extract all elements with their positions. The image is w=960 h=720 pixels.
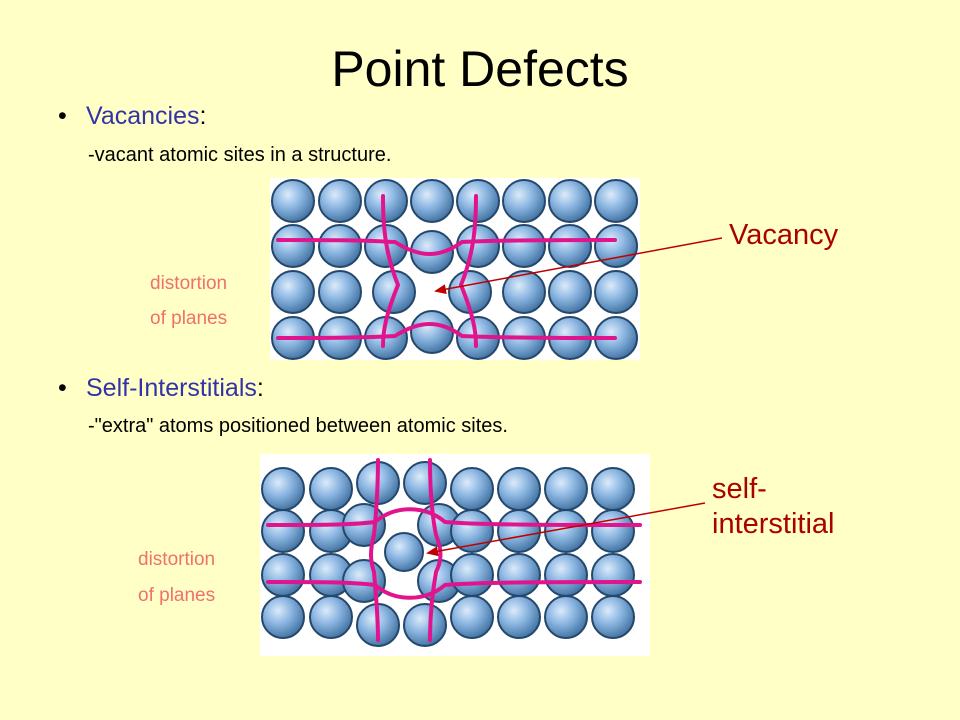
atom	[318, 224, 362, 268]
atom	[456, 179, 500, 223]
atom	[271, 270, 315, 314]
vacancy-callout: Vacancy	[729, 219, 839, 251]
interstitial-plane-v1	[369, 458, 380, 642]
atom	[544, 553, 588, 597]
atom	[410, 310, 454, 354]
atom	[450, 509, 494, 553]
interstitial-atoms	[261, 461, 635, 647]
atom	[318, 179, 362, 223]
interstitial-plane-v2	[428, 458, 443, 642]
vacancy-distortion-label-1: distortion	[150, 273, 228, 294]
atom	[403, 603, 447, 647]
atom	[410, 179, 454, 223]
atom	[544, 467, 588, 511]
atom	[497, 553, 541, 597]
atom	[591, 509, 635, 553]
interstitial-atom	[384, 532, 424, 572]
atom	[548, 270, 592, 314]
interstitial-plane-h1	[266, 507, 642, 527]
vacancy-plane-h1	[276, 238, 617, 256]
atom	[591, 467, 635, 511]
atom	[450, 467, 494, 511]
vacancies-term: Vacancies	[86, 102, 200, 130]
atom	[364, 179, 408, 223]
atom	[261, 467, 305, 511]
atom	[594, 270, 638, 314]
atom	[309, 467, 353, 511]
vacancy-plane-v2	[458, 194, 478, 348]
vacancy-plane-lines	[276, 194, 617, 348]
atom	[502, 224, 546, 268]
interstitial-distortion-label-2: of planes	[138, 585, 216, 606]
interstitial-distortion-label-1: distortion	[138, 549, 216, 570]
interstitial-plane-h2	[266, 580, 642, 600]
atom	[403, 461, 447, 505]
atom	[261, 595, 305, 639]
interstitials-description: -"extra" atoms positioned between atomic…	[88, 415, 508, 437]
atom	[450, 553, 494, 597]
vacancy-plane-h2	[276, 322, 617, 340]
vacancy-distortion-label-2: of planes	[150, 308, 228, 329]
atom	[318, 270, 362, 314]
vacancies-bullet: • Vacancies:	[58, 101, 207, 131]
atom	[591, 553, 635, 597]
atom	[548, 224, 592, 268]
bullet-dot: •	[58, 102, 67, 130]
atom	[456, 224, 500, 268]
interstitial-callout-line2: interstitial	[712, 508, 835, 540]
atom	[594, 224, 638, 268]
atom	[497, 467, 541, 511]
atom	[591, 595, 635, 639]
atom	[544, 509, 588, 553]
atom	[497, 509, 541, 553]
atom	[271, 224, 315, 268]
atom	[502, 179, 546, 223]
interstitials-colon: :	[256, 374, 264, 402]
vacancy-arrow	[434, 237, 723, 295]
vacancies-colon: :	[199, 102, 207, 130]
atom	[261, 553, 305, 597]
vacancy-plane-v1	[381, 194, 401, 348]
atom	[548, 179, 592, 223]
interstitial-arrow	[426, 502, 706, 557]
interstitials-term: Self-Interstitials	[86, 374, 257, 402]
atom	[450, 595, 494, 639]
interstitials-bullet: • Self-Interstitials:	[58, 373, 264, 403]
atom	[309, 595, 353, 639]
atom	[271, 179, 315, 223]
atom	[261, 509, 305, 553]
vacancies-description: -vacant atomic sites in a structure.	[88, 144, 392, 166]
interstitial-plane-lines	[266, 458, 642, 642]
slide-title: Point Defects	[331, 41, 629, 97]
atom	[594, 179, 638, 223]
bullet-dot: •	[58, 374, 67, 402]
atom	[544, 595, 588, 639]
atom	[497, 595, 541, 639]
atom	[502, 270, 546, 314]
interstitial-callout-line1: self-	[712, 473, 767, 505]
